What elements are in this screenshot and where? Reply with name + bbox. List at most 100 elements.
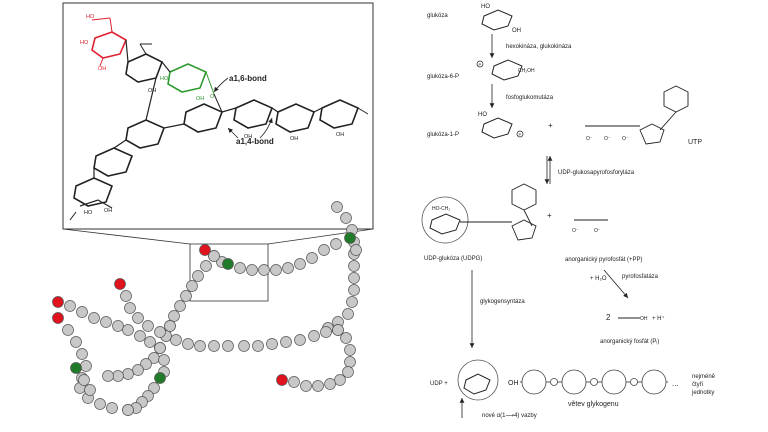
ring-2-sub — [139, 43, 147, 55]
label-hexokinase: hexokináza, glukokináza — [506, 44, 572, 50]
glucose-bead — [64, 300, 76, 312]
glycogen-molecule-structure — [69, 17, 369, 221]
ppi-o-minus-2: O⁻ — [594, 228, 601, 234]
terminal-glucose-bead — [114, 278, 126, 290]
label-g1p: glukóza-1-P — [427, 132, 459, 138]
glucose-bead — [350, 244, 362, 256]
glucose-bead — [348, 272, 360, 284]
red-glucose-ring — [91, 31, 128, 59]
glucose-bead — [288, 376, 300, 388]
branch-glucose-unit — [601, 369, 627, 395]
atom-label-oh-1: OH — [98, 66, 106, 72]
chain-end-bond — [357, 107, 369, 115]
glucose-bead — [348, 260, 360, 272]
bond-2 — [271, 107, 279, 113]
terminal-glucose-bead — [52, 296, 64, 308]
label-new-bond: nové α(1⟶4) vazby — [482, 413, 537, 419]
g6p-ring — [491, 59, 523, 81]
g6p-phosphate-icon — [476, 60, 484, 68]
glucose-bead — [134, 330, 146, 342]
glucose-bead — [78, 374, 90, 386]
label-ppi: anorganický pyrofosfát (+PP) — [565, 257, 643, 263]
bond-4 — [163, 123, 185, 129]
label-h2o: + H₂O — [590, 276, 607, 282]
glucose-bead — [80, 360, 92, 372]
red-ring-sub-1 — [91, 17, 111, 21]
glucose-bead — [124, 302, 136, 314]
glucose-bead — [148, 382, 160, 394]
glucose-oh: OH — [512, 28, 521, 34]
glucose-bead — [132, 364, 144, 376]
bond-label-a16: a1,6-bond — [229, 74, 267, 83]
terminal-glucose-bead — [276, 374, 288, 386]
glucose-bead — [266, 338, 278, 350]
glucose-bead — [88, 312, 100, 324]
atom-label-oh-4: OH — [244, 134, 252, 140]
glucose-bead — [330, 238, 342, 250]
g6p-ch2oh: CH₂OH — [518, 68, 535, 74]
bond-5 — [113, 139, 127, 149]
glucose-bead — [294, 258, 306, 270]
red-ring-sub-3 — [99, 57, 104, 67]
atom-label-oh-6: OH — [336, 132, 344, 138]
pi-oh: OH — [640, 316, 648, 322]
glucose-bead — [112, 370, 124, 382]
bond-arrow-a14-right — [259, 117, 273, 139]
glucose-bead — [318, 244, 330, 256]
glucose-bead — [300, 380, 312, 392]
atom-label-oh-3: OH — [148, 88, 156, 94]
glucose-bead — [306, 252, 318, 264]
chain-ring-3 — [275, 103, 316, 133]
pi-two: 2 — [606, 313, 611, 322]
glucose-bead — [186, 280, 198, 292]
molecule-atom-labels: HO HO OH HO OH O OH OH OH OH HO OH — [80, 14, 344, 216]
glucose-bead — [344, 344, 356, 356]
glucose-bead — [280, 336, 292, 348]
bond-8 — [125, 39, 129, 63]
label-pyrophosphatase: pyrofosfatáza — [622, 274, 659, 280]
glucose-bead — [122, 368, 134, 380]
red-ring-sub-2 — [109, 17, 113, 33]
glycogen-bead-chain — [52, 201, 362, 416]
atom-label-ho-1: HO — [86, 14, 95, 20]
udpg-glucose-circle — [421, 196, 469, 244]
glucose-bead — [270, 264, 282, 276]
label-min-units-1: nejméně — [692, 374, 716, 380]
label-udpg: UDP-glukóza (UDPG) — [424, 256, 482, 262]
label-min-units-2: čtyři — [692, 382, 703, 388]
glucose-bead — [158, 354, 170, 366]
atom-label-ho-2: HO — [80, 40, 89, 46]
glucose-bead — [334, 374, 346, 386]
label-phosphoglucomutase: fosfoglukomutáza — [506, 95, 554, 101]
branch-point-bead — [154, 372, 166, 384]
glucose-bead — [132, 312, 144, 324]
branch-glycosidic-oxygen — [590, 378, 598, 386]
atom-label-ho-4: HO — [84, 210, 93, 216]
utp-structure — [585, 85, 689, 145]
glucose-bead — [102, 370, 114, 382]
terminal-glucose-bead — [199, 244, 211, 256]
label-branch: větev glykogenu — [568, 401, 619, 408]
glucose-bead — [70, 336, 82, 348]
glucose-bead — [170, 334, 182, 346]
glucose-bead — [144, 336, 156, 348]
glucose-bead — [258, 264, 270, 276]
glucose-bead — [106, 402, 118, 414]
glucose-bead — [76, 348, 88, 360]
green-glucose-ring — [167, 63, 208, 93]
bond-arrow-a14-left — [227, 127, 239, 139]
glucose-bead — [348, 284, 360, 296]
glucose-bead — [192, 270, 204, 282]
branch-point-bead — [70, 362, 82, 374]
branch-point-bead — [222, 258, 234, 270]
glucose-bead — [76, 306, 88, 318]
glucose-bead — [344, 356, 356, 368]
atom-label-ho-3: HO — [160, 76, 169, 82]
glucose-bead — [200, 260, 212, 272]
branch-oh: OH — [508, 380, 519, 387]
glucose-bead — [168, 310, 180, 322]
chain-ring-8-tail — [69, 211, 77, 221]
right-panel: glukóza HO OH hexokináza, glukokináza gl… — [421, 4, 716, 419]
udpg-ho-ch2: HO-CH₂ — [432, 206, 450, 212]
